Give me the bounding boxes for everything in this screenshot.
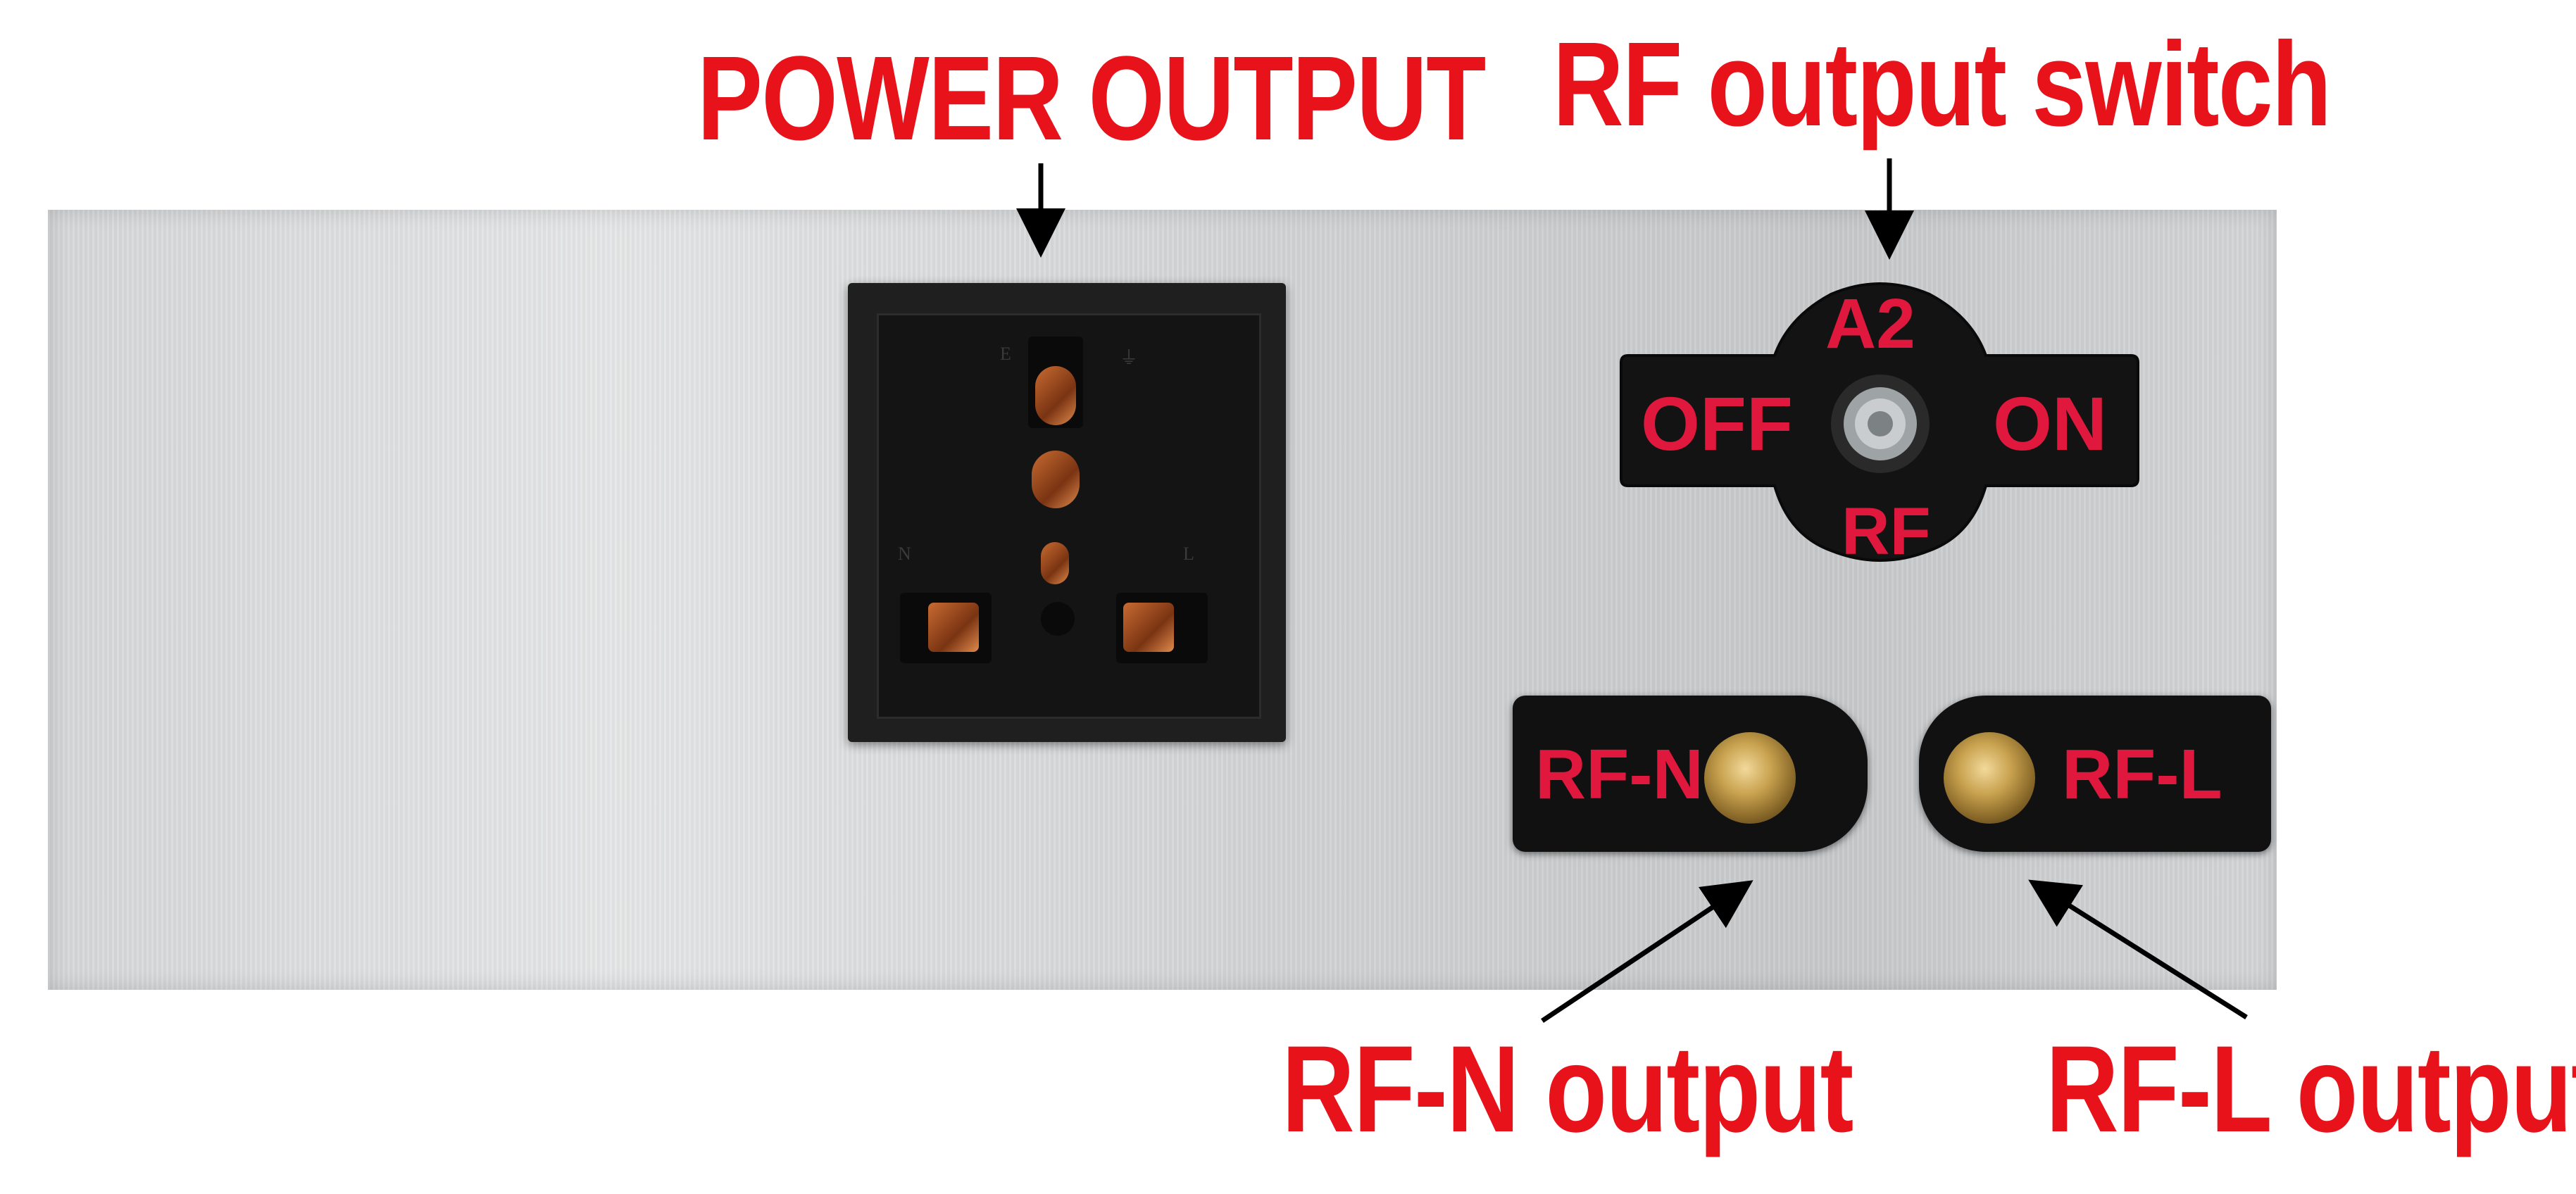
rf-l-output-callout: RF-L output	[2046, 1021, 2576, 1158]
rf-output-switch-callout: RF output switch	[1553, 18, 2332, 151]
socket-earth-letter: E	[1000, 344, 1011, 364]
rf-l-label: RF-L	[2062, 735, 2222, 814]
rf-n-output-callout: RF-N output	[1282, 1021, 1853, 1158]
socket-earth-contact	[1035, 366, 1076, 425]
switch-label-off: OFF	[1641, 381, 1793, 466]
switch-plate	[1620, 282, 2139, 562]
socket-neutral-contact	[928, 603, 979, 652]
rf-l-connector[interactable]	[1944, 732, 2035, 824]
socket-neutral-letter: N	[898, 543, 911, 564]
socket-small-contact	[1041, 542, 1069, 584]
rf-l-arrow	[2028, 879, 2248, 1019]
power-output-callout: POWER OUTPUT	[697, 32, 1486, 165]
socket-live-letter: L	[1183, 543, 1194, 564]
socket-round-contact	[1032, 451, 1080, 508]
switch-label-on: ON	[1993, 381, 2107, 466]
rf-n-arrow	[1541, 880, 1753, 1023]
rf-n-plate	[1513, 696, 1868, 852]
rf-n-connector[interactable]	[1704, 732, 1796, 824]
socket-live-contact	[1123, 603, 1174, 652]
earth-symbol-icon: ⏚	[1120, 348, 1139, 368]
socket-center-hole	[1041, 602, 1075, 636]
switch-label-bottom: RF	[1842, 494, 1931, 569]
rf-n-label: RF-N	[1535, 735, 1703, 814]
switch-label-top: A2	[1825, 284, 1915, 363]
